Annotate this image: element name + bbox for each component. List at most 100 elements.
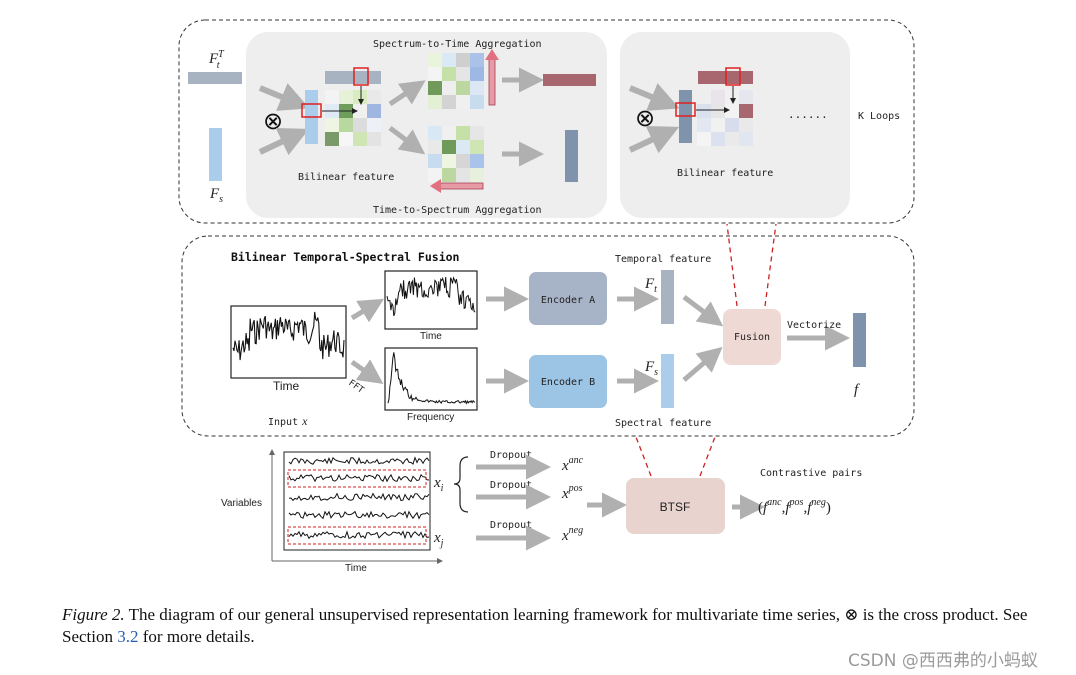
time-signal-wave: [386, 276, 476, 317]
encoder-a-box: [529, 272, 607, 325]
variable-series-line: [288, 510, 430, 520]
bilinear-2-column-highlight: [725, 67, 741, 86]
matrix-cell: [339, 90, 353, 104]
time-axis-label: Time: [345, 563, 367, 574]
xj-highlight: [287, 526, 427, 545]
frequency-plot-label: Frequency: [407, 412, 454, 423]
contrastive-pairs-label: Contrastive pairs: [760, 468, 862, 479]
matrix-cell: [470, 81, 484, 95]
matrix-cell: [339, 118, 353, 132]
matrix-cell: [725, 90, 739, 104]
matrix-cell: [325, 90, 339, 104]
temporal-feature-label: Temporal feature: [615, 254, 711, 265]
matrix-cell: [739, 104, 753, 118]
matrix-cell: [367, 104, 381, 118]
xj-label: xj: [433, 530, 444, 549]
dropout-label-1: Dropout: [490, 450, 532, 461]
matrix-cell: [456, 140, 470, 154]
fusion-link-right: [764, 223, 777, 307]
matrix-cell: [697, 104, 711, 118]
arrow-input-to-fft: [350, 359, 384, 385]
btsf-link-left: [635, 436, 652, 477]
matrix-cell: [456, 95, 470, 109]
matrix-cell: [711, 118, 725, 132]
encoder-b-label: Encoder B: [541, 377, 595, 388]
arrow-to-t2s: [388, 126, 426, 155]
cross-product-icon: ⊗: [263, 108, 283, 135]
caption-end: for more details.: [138, 627, 255, 646]
arrow-ft-to-bilinear: [258, 83, 310, 111]
matrix-cell: [442, 81, 456, 95]
matrix-cell: [711, 104, 725, 118]
x-neg-label: xneg: [561, 525, 583, 544]
matrix-cell: [428, 154, 442, 168]
input-time-label: Time: [273, 379, 300, 393]
fusion-link-left: [726, 223, 738, 307]
matrix-cell: [442, 95, 456, 109]
matrix-cell: [428, 53, 442, 67]
caption-label: Figure 2.: [62, 605, 125, 624]
vectorize-label: Vectorize: [787, 320, 841, 331]
variable-series-line: [288, 456, 430, 465]
xi-label: xi: [433, 475, 444, 494]
cross-product-icon-2: ⊗: [635, 105, 655, 132]
caption-text: The diagram of our general unsupervised …: [62, 605, 1028, 646]
fs-top-bar: [209, 128, 222, 181]
matrix-cell: [367, 132, 381, 146]
matrix-cell: [470, 95, 484, 109]
s2t-matrix: [428, 53, 484, 109]
matrix-cell: [456, 81, 470, 95]
s2t-upward-arrowhead: [485, 49, 499, 60]
bilinear-matrix-2: [697, 90, 753, 146]
matrix-cell: [725, 104, 739, 118]
aggregation-panel: [246, 32, 607, 218]
matrix-cell: [470, 126, 484, 140]
dropout-label-2: Dropout: [490, 480, 532, 491]
arrow-input-to-time: [350, 298, 385, 323]
arrow-ft-to-fusion: [682, 295, 724, 327]
watermark: CSDN @西西弗的小蚂蚁: [848, 651, 1038, 671]
output-f-label: f: [854, 382, 860, 398]
btsf-title: Bilinear Temporal-Spectral Fusion: [231, 250, 460, 264]
matrix-cell: [428, 67, 442, 81]
s2t-title: Spectrum-to-Time Aggregation: [373, 39, 542, 50]
matrix-cell: [739, 118, 753, 132]
t2s-leftward-bar: [436, 182, 484, 190]
loop-dots: ......: [788, 108, 828, 121]
t2s-output-bar: [565, 130, 578, 182]
matrix-cell: [428, 140, 442, 154]
matrix-cell: [470, 140, 484, 154]
spectral-feature-label: Spectral feature: [615, 418, 711, 429]
matrix-cell: [739, 90, 753, 104]
time-plot-label: Time: [420, 331, 442, 342]
matrix-cell: [456, 67, 470, 81]
bilinear-matrix-1: [325, 90, 381, 146]
multivariate-series-lines: [288, 456, 430, 540]
arrow-loop-top: [628, 83, 680, 111]
matrix-cell: [697, 118, 711, 132]
btsf-label: BTSF: [660, 500, 691, 514]
time-signal-box: [384, 270, 478, 330]
matrix-cell: [456, 126, 470, 140]
matrix-cell: [325, 132, 339, 146]
matrix-cell: [442, 154, 456, 168]
matrix-cell: [697, 90, 711, 104]
section-link[interactable]: 3.2: [117, 627, 139, 646]
matrix-cell: [325, 118, 339, 132]
t2s-matrix: [428, 126, 484, 182]
bilinear-feature-label-2: Bilinear feature: [677, 168, 773, 179]
matrix-cell: [428, 95, 442, 109]
xi-highlight: [287, 469, 427, 488]
bilinear-2-row-highlight: [675, 102, 696, 117]
output-f-bar: [853, 313, 866, 367]
matrix-cell: [442, 126, 456, 140]
input-signal-wave: [232, 311, 345, 361]
t2s-title: Time-to-Spectrum Aggregation: [373, 205, 542, 216]
matrix-cell: [367, 90, 381, 104]
arrow-fs-to-bilinear: [258, 128, 310, 156]
matrix-cell: [428, 81, 442, 95]
encoder-a-label: Encoder A: [541, 295, 595, 306]
fft-label: FFT: [346, 378, 366, 396]
matrix-cell: [725, 118, 739, 132]
matrix-cell: [470, 168, 484, 182]
